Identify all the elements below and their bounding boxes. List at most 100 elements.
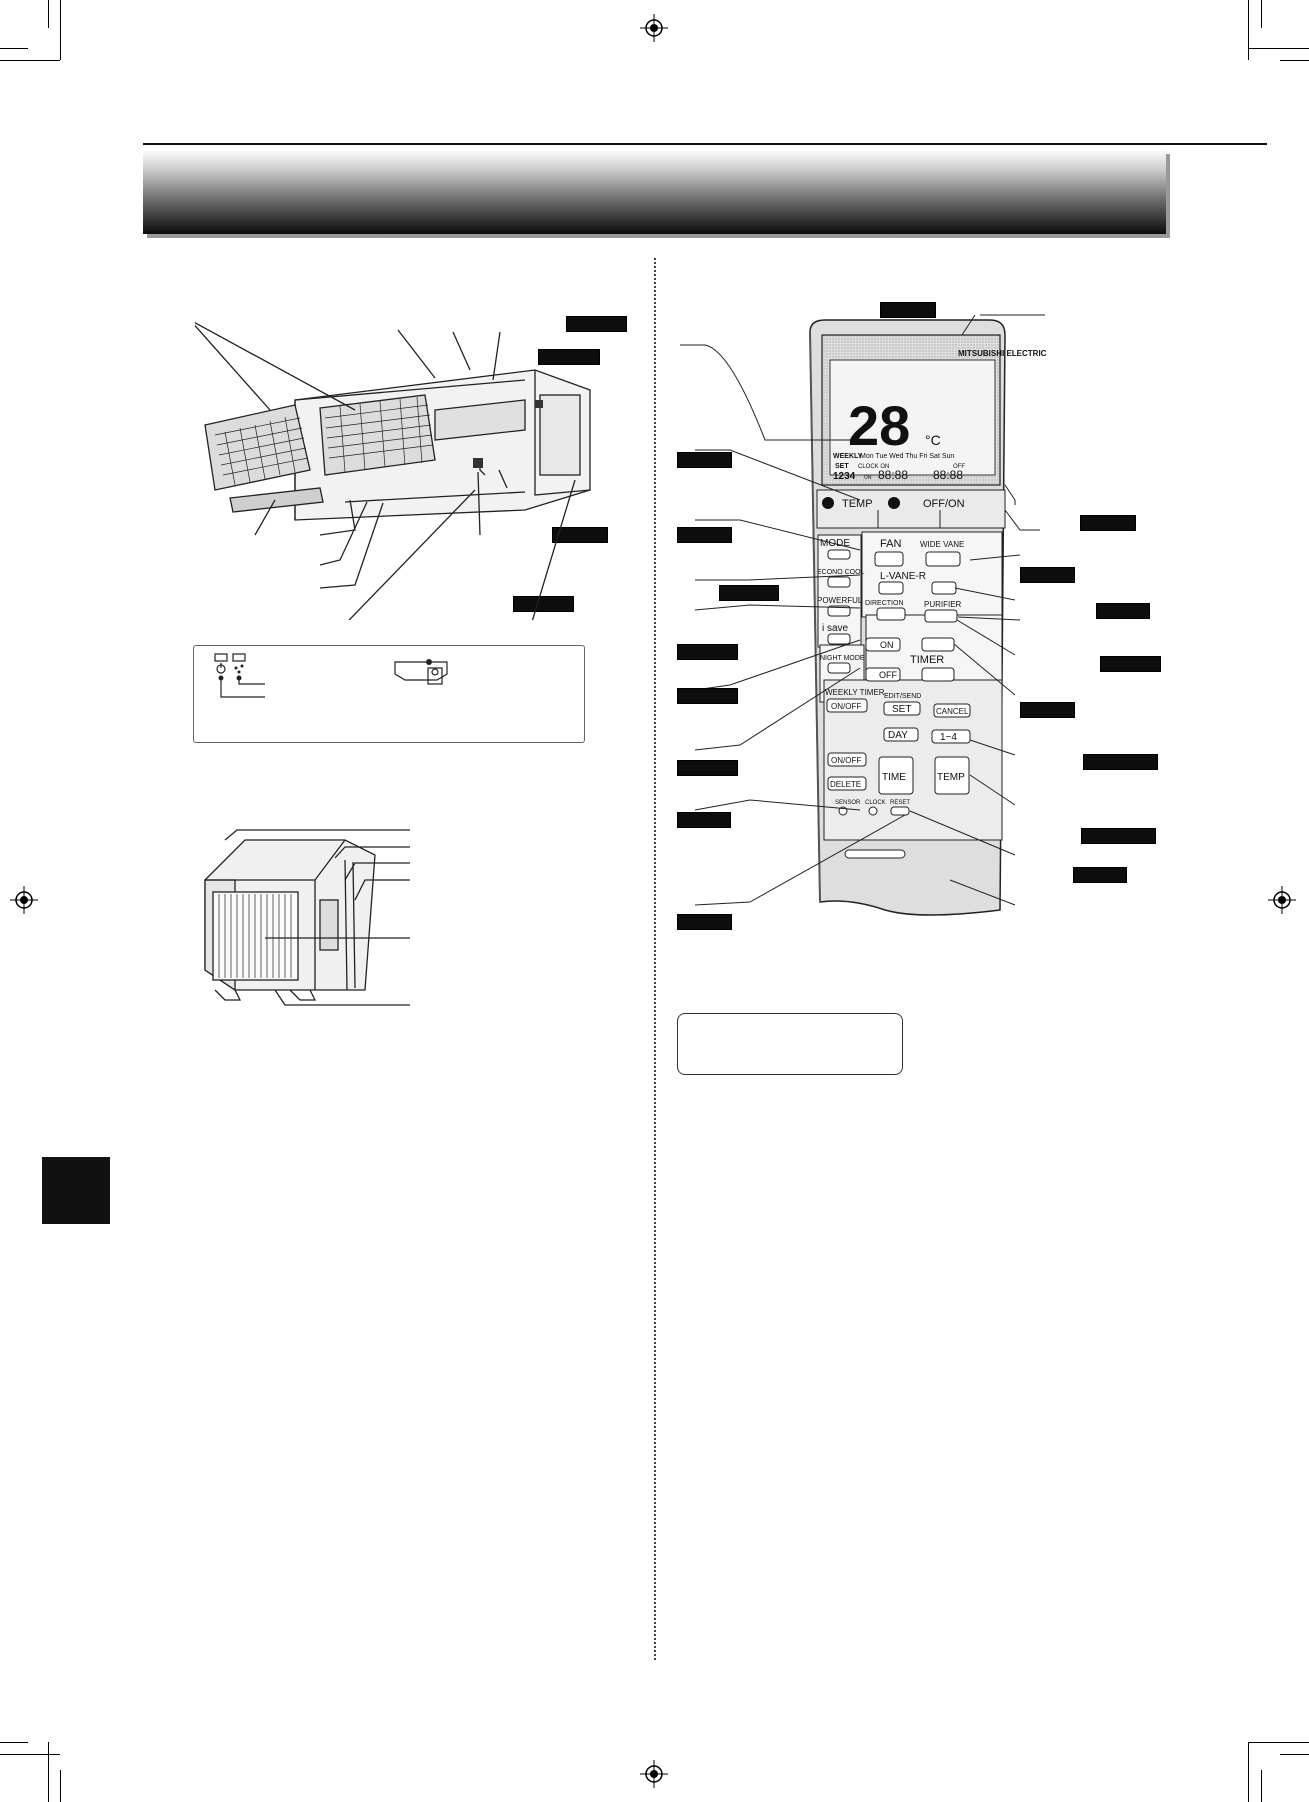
label-tag	[1100, 656, 1161, 672]
crop-mark	[0, 1742, 28, 1743]
crop-mark	[1280, 60, 1309, 61]
outdoor-unit-diagram	[204, 829, 410, 1006]
program-on-off-label: ON/OFF	[831, 756, 861, 765]
crop-mark	[1248, 0, 1249, 60]
display-temperature: 28	[848, 394, 910, 457]
label-tag	[677, 527, 732, 543]
clock-label: CLOCK	[865, 800, 886, 806]
label-tag	[677, 452, 732, 468]
section-header-bar	[143, 150, 1166, 234]
crop-mark	[1280, 1754, 1309, 1755]
l-vane-button[interactable]	[878, 581, 904, 595]
weekly-temp-button[interactable]	[934, 756, 970, 795]
registration-mark	[640, 1760, 668, 1788]
column-divider	[654, 258, 656, 1660]
reset-label: RESET	[890, 800, 910, 806]
indicator-lamp-box	[193, 645, 585, 743]
header-rule	[143, 143, 1267, 145]
crop-mark	[48, 1742, 49, 1802]
cancel-button[interactable]	[933, 703, 971, 718]
i-save-button[interactable]	[827, 633, 851, 645]
set-button[interactable]	[883, 701, 921, 716]
weekly-timer-label: WEEKLY TIMER	[825, 688, 885, 697]
timer-on-label: ON	[880, 640, 894, 650]
wide-vane-button[interactable]	[925, 551, 961, 567]
crop-mark	[1248, 1742, 1249, 1802]
display-clock-on: CLOCK ON	[858, 464, 889, 470]
crop-mark	[0, 48, 28, 49]
i-save-label: i save	[822, 623, 849, 634]
crop-mark	[1261, 0, 1262, 28]
battery-cover-slot	[844, 849, 906, 859]
powerful-button[interactable]	[827, 605, 851, 617]
clock-button[interactable]	[868, 806, 878, 816]
label-tag	[1073, 867, 1127, 883]
sensor-label: SENSOR	[835, 800, 861, 806]
purifier-button[interactable]	[924, 609, 958, 623]
weekly-temp-label: TEMP	[937, 772, 965, 783]
label-tag	[677, 760, 738, 776]
registration-mark	[640, 14, 668, 42]
label-tag	[677, 688, 738, 704]
registration-mark	[10, 886, 38, 914]
one-to-four-button[interactable]	[931, 729, 971, 744]
crop-mark	[60, 1770, 61, 1802]
label-tag	[1020, 567, 1075, 583]
edit-send-label: EDIT/SEND	[884, 693, 921, 700]
reset-button[interactable]	[890, 806, 910, 816]
remote-controller: MITSUBISHI ELECTRIC 28 °C WEEKLY Mon Tue…	[680, 314, 1047, 916]
label-tag	[566, 316, 627, 332]
display-time-a: 88:88	[878, 468, 908, 482]
direction-label: DIRECTION	[865, 600, 904, 607]
display-off: OFF	[953, 464, 965, 470]
temp-label: TEMP	[842, 498, 873, 510]
night-mode-button[interactable]	[827, 662, 851, 674]
weekly-on-off-button[interactable]	[826, 698, 868, 713]
powerful-label: POWERFUL	[817, 596, 863, 605]
brand-name: MITSUBISHI ELECTRIC	[958, 349, 1047, 358]
label-tag	[719, 585, 779, 601]
weekly-on-off-label: ON/OFF	[831, 702, 861, 711]
program-on-off-button[interactable]	[827, 752, 867, 767]
registration-mark	[1268, 886, 1296, 914]
timer-on-button[interactable]	[865, 637, 901, 652]
label-tag	[880, 302, 936, 318]
fan-button[interactable]	[874, 551, 904, 567]
one-to-four-label: 1~4	[940, 732, 957, 743]
crop-mark	[48, 0, 49, 28]
delete-label: DELETE	[830, 780, 861, 789]
timer-off-label: OFF	[879, 670, 897, 680]
time-button[interactable]	[878, 756, 914, 795]
label-tag	[1080, 515, 1136, 531]
label-tag	[1096, 603, 1150, 619]
display-weekly: WEEKLY	[833, 453, 863, 460]
econo-cool-button[interactable]	[827, 576, 851, 588]
timer-up-button[interactable]	[921, 637, 955, 652]
l-vane-r-label: L-VANE-R	[880, 571, 926, 582]
label-tag	[1083, 754, 1158, 770]
wide-vane-label: WIDE VANE	[920, 540, 964, 549]
indoor-unit-diagram	[195, 321, 591, 620]
time-label: TIME	[882, 772, 906, 783]
delete-button[interactable]	[827, 776, 867, 791]
r-vane-button[interactable]	[931, 581, 957, 595]
econo-cool-label: ECONO COOL	[817, 569, 865, 576]
note-callout-box	[677, 1013, 903, 1075]
purifier-label: PURIFIER	[924, 600, 962, 609]
crop-mark	[0, 60, 60, 61]
display-temperature-unit: °C	[925, 432, 941, 448]
display-days: Mon Tue Wed Thu Fri Sat Sun	[860, 453, 954, 460]
crop-mark	[1248, 48, 1309, 49]
label-tag	[538, 349, 600, 365]
day-button[interactable]	[883, 727, 919, 742]
direction-button[interactable]	[876, 607, 906, 621]
label-tag	[677, 914, 732, 930]
label-tag	[677, 812, 731, 828]
mode-button[interactable]	[827, 549, 851, 560]
day-label: DAY	[888, 730, 908, 741]
cancel-label: CANCEL	[936, 707, 969, 716]
label-tag	[513, 596, 574, 612]
timer-down-button[interactable]	[921, 667, 955, 682]
label-tag	[552, 527, 608, 543]
timer-off-button[interactable]	[865, 667, 901, 682]
